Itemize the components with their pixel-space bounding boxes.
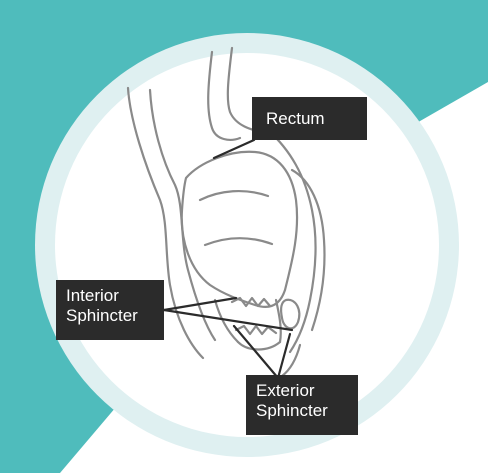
rectum-label: Rectum [252,97,367,140]
exterior-sphincter-label: Exterior Sphincter [246,375,358,435]
rectum-label-text: Rectum [266,109,325,129]
exterior-sphincter-line1: Exterior [256,381,348,401]
exterior-sphincter-line2: Sphincter [256,401,348,421]
interior-sphincter-label: Interior Sphincter [56,280,164,340]
interior-sphincter-line2: Sphincter [66,306,154,326]
interior-sphincter-line1: Interior [66,286,154,306]
